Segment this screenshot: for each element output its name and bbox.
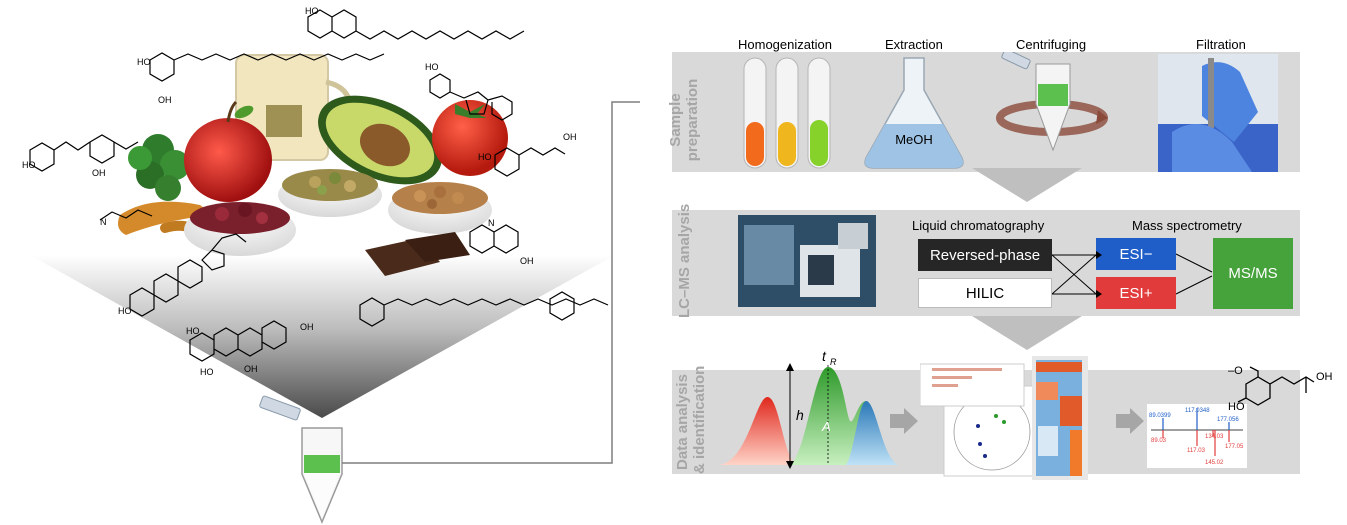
lcms-label: LC–MS analysis bbox=[676, 203, 693, 318]
atom-label: N bbox=[488, 218, 495, 228]
step-extraction: Extraction bbox=[885, 37, 943, 52]
label-line: & identification bbox=[691, 365, 708, 474]
methoxy-label: –O bbox=[1228, 365, 1243, 377]
flow-arrow-3 bbox=[890, 408, 918, 434]
lcms-connector-lines bbox=[1052, 251, 1213, 298]
retention-time-label: t bbox=[822, 348, 827, 364]
food-funnel-illustration: HO HO OH HO HO OH OH HO N N OH HO OH HO … bbox=[22, 6, 640, 524]
avocado bbox=[318, 95, 442, 185]
acid-oh-label: OH bbox=[1316, 371, 1333, 383]
apple bbox=[184, 100, 272, 202]
connector-arrow bbox=[342, 101, 640, 464]
step-centrifuging: Centrifuging bbox=[1016, 37, 1087, 52]
statistics-plots bbox=[920, 356, 1088, 480]
step-homogenization: Homogenization bbox=[738, 37, 832, 52]
spectrum-peak-label: 89.03 bbox=[1151, 438, 1167, 444]
peak-height-label: h bbox=[796, 407, 804, 423]
pistachio-bowl bbox=[278, 169, 382, 217]
homogenization-tubes-icon bbox=[743, 57, 831, 169]
flow-arrow-2 bbox=[972, 316, 1082, 350]
esi-negative-box: ESI− bbox=[1096, 238, 1176, 270]
atom-label: HO bbox=[137, 57, 151, 67]
retention-time-subscript: R bbox=[830, 357, 837, 367]
atom-label: HO bbox=[425, 62, 439, 72]
extraction-flask-icon: MeOH bbox=[864, 57, 964, 169]
ferulic-acid-structure: –O HO OH bbox=[1228, 365, 1333, 413]
chromatogram-peaks: h t R A bbox=[718, 348, 898, 469]
atom-label: HO bbox=[305, 6, 319, 16]
peak-area-label: A bbox=[821, 419, 831, 434]
filtration-photo bbox=[1158, 54, 1278, 172]
atom-label: OH bbox=[563, 132, 577, 142]
lcms-instrument-photo bbox=[738, 215, 876, 307]
chocolate bbox=[365, 232, 470, 276]
atom-label: HO bbox=[22, 160, 36, 170]
funnel-triangle bbox=[30, 255, 615, 418]
hilic-box: HILIC bbox=[918, 278, 1052, 308]
chickpea-bowl bbox=[388, 182, 492, 234]
atom-label: OH bbox=[300, 322, 314, 332]
step-filtration: Filtration bbox=[1196, 37, 1246, 52]
spectrum-peak-label: 117.0348 bbox=[1185, 408, 1210, 414]
atom-label: HO bbox=[118, 306, 132, 316]
atom-label: N bbox=[100, 217, 107, 227]
flask-label: MeOH bbox=[895, 132, 933, 147]
flow-arrow-4 bbox=[1116, 408, 1144, 434]
centrifuge-icon bbox=[996, 52, 1108, 152]
sample-tube-icon bbox=[259, 395, 343, 524]
spectrum-peak-label: 117.03 bbox=[1187, 448, 1206, 454]
tomato bbox=[432, 100, 508, 176]
hydroxy-label: HO bbox=[1228, 401, 1245, 413]
molecule-structures bbox=[29, 9, 609, 362]
spectrum-peak-label: 177.05 bbox=[1225, 444, 1244, 450]
atom-label: OH bbox=[244, 364, 258, 374]
msms-box: MS/MS bbox=[1213, 238, 1293, 309]
esi-positive-box: ESI+ bbox=[1096, 277, 1176, 309]
atom-label: OH bbox=[158, 95, 172, 105]
sample-prep-graphics: MeOH bbox=[743, 52, 1278, 172]
atom-label: HO bbox=[478, 152, 492, 162]
flow-arrow-1 bbox=[972, 168, 1082, 202]
label-line: Data analysis bbox=[674, 374, 691, 470]
spectrum-peak-label: 89.0399 bbox=[1149, 413, 1171, 419]
atom-label: HO bbox=[186, 326, 200, 336]
reversed-phase-box: Reversed-phase bbox=[918, 239, 1052, 271]
cranberry-bowl bbox=[184, 202, 296, 256]
atom-label: OH bbox=[92, 168, 106, 178]
spectrum-peak-label: 177.056 bbox=[1217, 417, 1239, 423]
atom-label: HO bbox=[200, 367, 214, 377]
lc-title: Liquid chromatography bbox=[912, 218, 1045, 233]
spectrum-peak-label: 134.03 bbox=[1205, 434, 1224, 440]
broccoli bbox=[128, 134, 190, 201]
ms-title: Mass spectrometry bbox=[1132, 218, 1242, 233]
mirror-spectrum: 117.0348 89.0399 177.056 89.03 134.03 11… bbox=[1147, 404, 1247, 468]
molecule-atom-labels: HO HO OH HO HO OH OH HO N N OH HO OH HO … bbox=[22, 6, 577, 377]
atom-label: OH bbox=[520, 256, 534, 266]
data-analysis-label: Data analysis & identification bbox=[674, 365, 710, 474]
spectrum-peak-label: 145.02 bbox=[1205, 460, 1224, 466]
